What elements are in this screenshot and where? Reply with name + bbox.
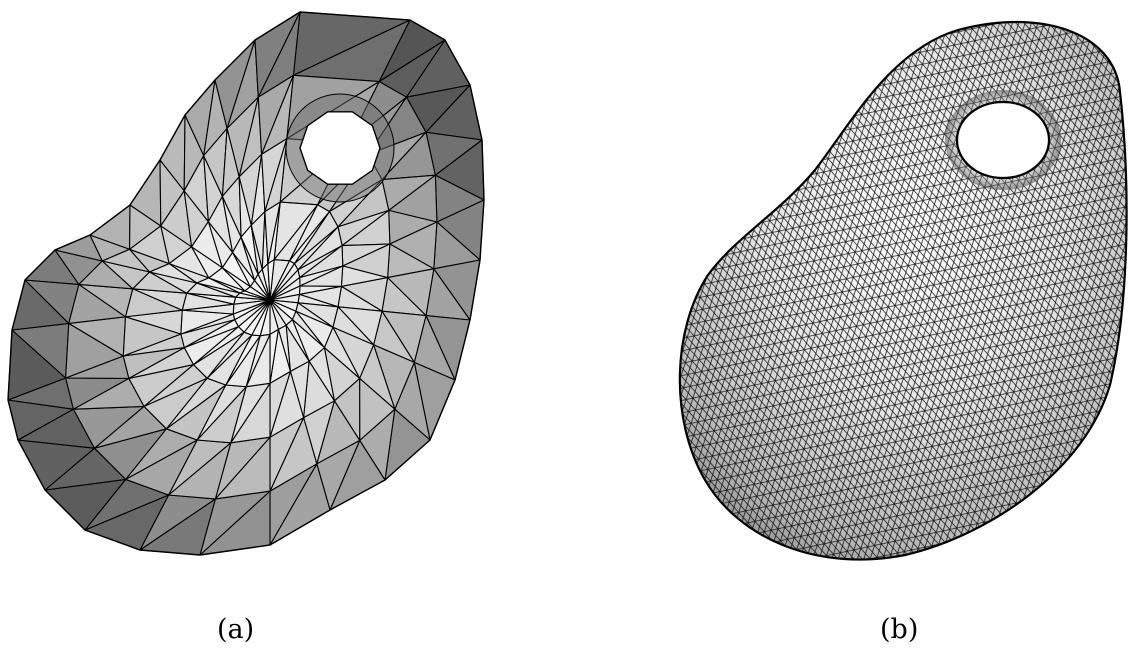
panel-a-coarse-mesh xyxy=(7,11,485,556)
fine-mesh-hole-opening xyxy=(955,100,1051,180)
caption-b: (b) xyxy=(880,614,918,645)
coarse-mesh-outline xyxy=(7,11,485,556)
caption-a: (a) xyxy=(217,614,254,645)
coarse-mesh-hole xyxy=(299,111,381,185)
mesh-face xyxy=(267,259,275,301)
panel-b-fine-mesh xyxy=(678,20,1128,561)
fine-mesh-wireframe xyxy=(679,21,1127,560)
